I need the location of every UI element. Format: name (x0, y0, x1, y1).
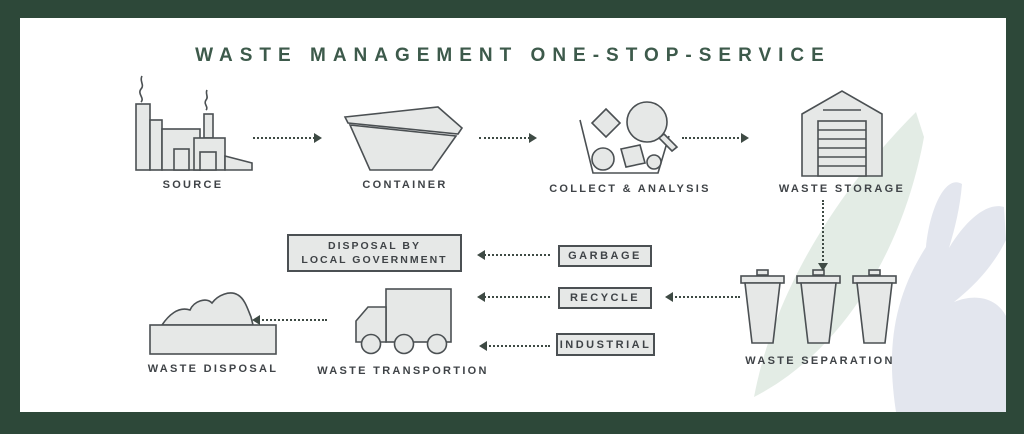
node-source: SOURCE (108, 74, 278, 191)
truck-icon (355, 288, 452, 355)
arrow-garbage-to-disposal-by-government (477, 250, 550, 260)
three-bins-icon (740, 269, 897, 344)
arrow-container-to-collect (479, 133, 537, 143)
node-container: CONTAINER (320, 100, 490, 191)
node-waste-storage: WASTE STORAGE (772, 86, 912, 195)
container-label: CONTAINER (362, 179, 448, 191)
waste-transportation-label: WASTE TRANSPORTION (317, 365, 489, 377)
arrow-separation-to-recycle (665, 292, 740, 302)
arrow-industrial-to-transportation (479, 341, 550, 351)
arrow-collect-to-storage (682, 133, 749, 143)
waste-disposal-label: WASTE DISPOSAL (147, 363, 279, 375)
arrow-storage-to-separation (818, 200, 828, 271)
disposal-by-line1: DISPOSAL BY (328, 239, 421, 252)
recycle-label: RECYCLE (569, 292, 641, 304)
garbage-box: GARBAGE (558, 245, 652, 267)
leaf-hand-watermark-icon (754, 112, 1006, 412)
waste-pile-icon (149, 292, 277, 355)
industrial-box: INDUSTRIAL (556, 333, 655, 356)
disposal-by-local-government-box: DISPOSAL BY LOCAL GOVERNMENT (287, 234, 462, 272)
skip-container-icon (343, 106, 464, 171)
node-waste-disposal: WASTE DISPOSAL (118, 286, 308, 375)
waste-storage-label: WASTE STORAGE (778, 183, 906, 195)
arrow-transportation-to-disposal (252, 315, 327, 325)
magnifier-waste-icon (579, 101, 679, 174)
node-waste-transportation: WASTE TRANSPORTION (308, 284, 498, 377)
disposal-by-line2: LOCAL GOVERNMENT (301, 254, 448, 266)
page-title: WASTE MANAGEMENT ONE-STOP-SERVICE (195, 45, 831, 66)
garbage-label: GARBAGE (568, 250, 642, 262)
node-waste-separation: WASTE SEPARATION (720, 268, 920, 367)
factory-icon (135, 75, 253, 171)
arrow-recycle-to-transportation (477, 292, 550, 302)
waste-separation-label: WASTE SEPARATION (745, 355, 895, 367)
warehouse-icon (801, 90, 883, 177)
diagram-canvas: WASTE MANAGEMENT ONE-STOP-SERVICE SOURCE (20, 18, 1006, 412)
recycle-box: RECYCLE (558, 287, 652, 309)
collect-analysis-label: COLLECT & ANALYSIS (549, 183, 711, 195)
industrial-label: INDUSTRIAL (559, 338, 652, 351)
arrow-source-to-container (253, 133, 322, 143)
source-label: SOURCE (162, 179, 224, 191)
node-collect-analysis: COLLECT & ANALYSIS (545, 94, 715, 195)
